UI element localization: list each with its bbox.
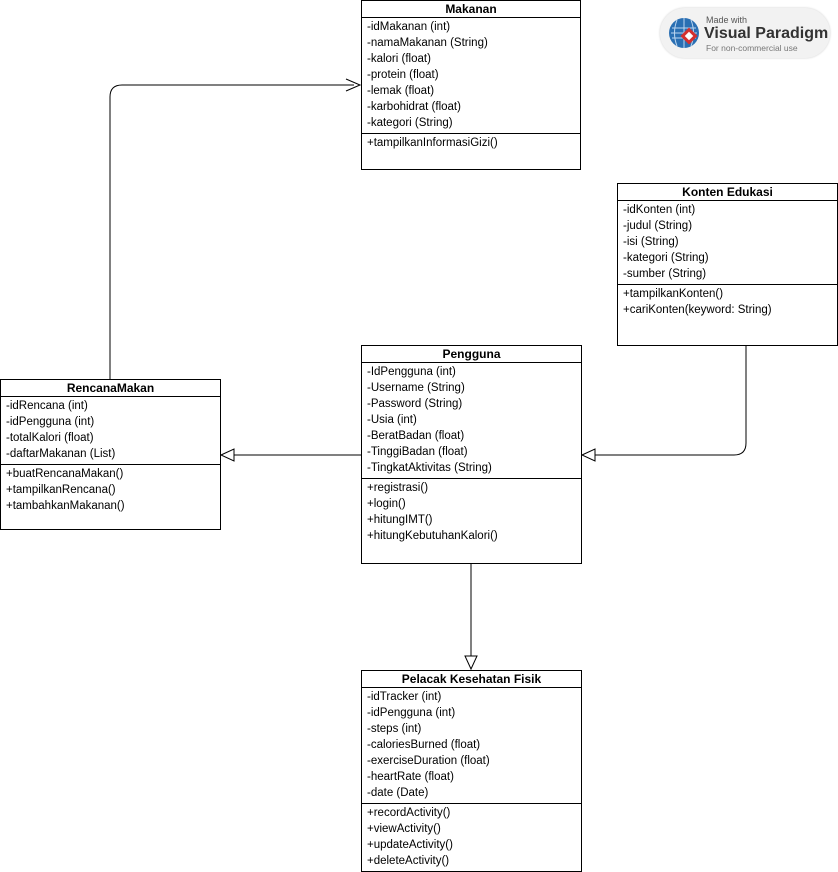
operation: +recordActivity() (367, 807, 451, 819)
attribute: -idRencana (int) (6, 400, 88, 412)
class-pengguna[interactable]: Pengguna -IdPengguna (int) -Username (St… (361, 345, 582, 564)
attribute: -steps (int) (367, 723, 422, 735)
attribute: -BeratBadan (float) (367, 430, 465, 442)
attribute: -exerciseDuration (float) (367, 755, 490, 767)
attribute: -judul (String) (623, 220, 693, 232)
attribute: -daftarMakanan (List) (6, 448, 116, 460)
connector-rencana-to-makanan (109, 84, 354, 379)
watermark-note: For non-commercial use (706, 43, 798, 53)
operation: +deleteActivity() (367, 855, 450, 867)
class-title: Pelacak Kesehatan Fisik (362, 671, 581, 688)
triangle-pengguna (580, 448, 596, 462)
class-title: Makanan (362, 1, 580, 18)
operation-list: +buatRencanaMakan() +tampilkanRencana() … (1, 465, 220, 514)
operation: +tampilkanInformasiGizi() (367, 137, 498, 149)
attribute: -Username (String) (367, 382, 465, 394)
operation-list: +tampilkanKonten() +cariKonten(keyword: … (618, 285, 837, 318)
class-title: Konten Edukasi (618, 184, 837, 201)
attribute-list: -idKonten (int) -judul (String) -isi (St… (618, 201, 837, 285)
attribute: -isi (String) (623, 236, 679, 248)
attribute: -idKonten (int) (623, 204, 696, 216)
connector-konten-to-pengguna (595, 346, 747, 456)
attribute: -idTracker (int) (367, 691, 442, 703)
arrowhead-makanan (345, 78, 362, 92)
attribute: -Password (String) (367, 398, 463, 410)
class-title: Pengguna (362, 346, 581, 363)
attribute-list: -idTracker (int) -idPengguna (int) -step… (362, 688, 581, 804)
attribute: -TingkatAktivitas (String) (367, 462, 492, 474)
operation-list: +tampilkanInformasiGizi() (362, 134, 580, 151)
operation: +tambahkanMakanan() (6, 500, 125, 512)
attribute: -caloriesBurned (float) (367, 739, 481, 751)
attribute: -TinggiBadan (float) (367, 446, 468, 458)
class-rencana-makan[interactable]: RencanaMakan -idRencana (int) -idPenggun… (0, 379, 221, 530)
operation: +hitungKebutuhanKalori() (367, 530, 498, 542)
attribute: -kategori (String) (367, 117, 453, 129)
attribute: -kategori (String) (623, 252, 709, 264)
visual-paradigm-watermark: Made with Visual Paradigm For non-commer… (660, 8, 830, 58)
attribute: -kalori (float) (367, 53, 431, 65)
attribute: -sumber (String) (623, 268, 707, 280)
attribute: -idPengguna (int) (367, 707, 456, 719)
attribute-list: -idRencana (int) -idPengguna (int) -tota… (1, 397, 220, 465)
attribute-list: -IdPengguna (int) -Username (String) -Pa… (362, 363, 581, 479)
operation: +updateActivity() (367, 839, 453, 851)
operation: +tampilkanKonten() (623, 288, 724, 300)
watermark-made-with: Made with (706, 15, 748, 25)
attribute: -namaMakanan (String) (367, 37, 488, 49)
operation: +login() (367, 498, 406, 510)
class-title: RencanaMakan (1, 380, 220, 397)
operation: +viewActivity() (367, 823, 441, 835)
attribute: -lemak (float) (367, 85, 435, 97)
triangle-pelacak (464, 655, 478, 671)
attribute: -idPengguna (int) (6, 416, 95, 428)
operation: +registrasi() (367, 482, 429, 494)
class-makanan[interactable]: Makanan -idMakanan (int) -namaMakanan (S… (361, 0, 581, 170)
attribute: -karbohidrat (float) (367, 101, 461, 113)
operation-list: +recordActivity() +viewActivity() +updat… (362, 804, 581, 869)
operation: +tampilkanRencana() (6, 484, 116, 496)
attribute: -IdPengguna (int) (367, 366, 456, 378)
attribute-list: -idMakanan (int) -namaMakanan (String) -… (362, 18, 580, 134)
globe-logo-icon (669, 18, 699, 48)
triangle-rencana (219, 448, 235, 462)
attribute: -heartRate (float) (367, 771, 454, 783)
attribute: -date (Date) (367, 787, 429, 799)
attribute: -Usia (int) (367, 414, 417, 426)
attribute: -totalKalori (float) (6, 432, 94, 444)
class-pelacak-kesehatan-fisik[interactable]: Pelacak Kesehatan Fisik -idTracker (int)… (361, 670, 582, 872)
operation-list: +registrasi() +login() +hitungIMT() +hit… (362, 479, 581, 544)
class-konten-edukasi[interactable]: Konten Edukasi -idKonten (int) -judul (S… (617, 183, 838, 346)
watermark-brand: Visual Paradigm (704, 25, 829, 42)
attribute: -idMakanan (int) (367, 21, 451, 33)
operation: +hitungIMT() (367, 514, 433, 526)
operation: +buatRencanaMakan() (6, 468, 124, 480)
attribute: -protein (float) (367, 69, 439, 81)
operation: +cariKonten(keyword: String) (623, 304, 772, 316)
